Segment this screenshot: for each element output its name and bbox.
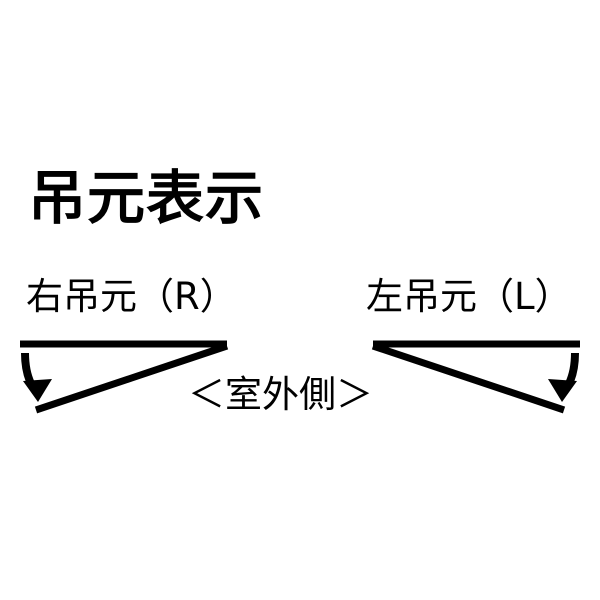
left-hinge-door-leaf-line: [371, 342, 566, 414]
right-hinge-swing-arc: [21, 352, 40, 395]
left-hinge-diagram: [371, 340, 580, 414]
left-hinge-label: 左吊元（L）: [366, 275, 572, 318]
right-hinge-swing-arrowhead-icon: [23, 379, 52, 402]
left-hinge-swing-arc: [560, 352, 579, 395]
page-title: 吊元表示: [28, 164, 265, 232]
right-hinge-label: 右吊元（R）: [26, 275, 237, 318]
left-hinge-swing-arrowhead-icon: [548, 379, 577, 402]
outdoor-side-note: ＜室外側＞: [188, 373, 373, 416]
